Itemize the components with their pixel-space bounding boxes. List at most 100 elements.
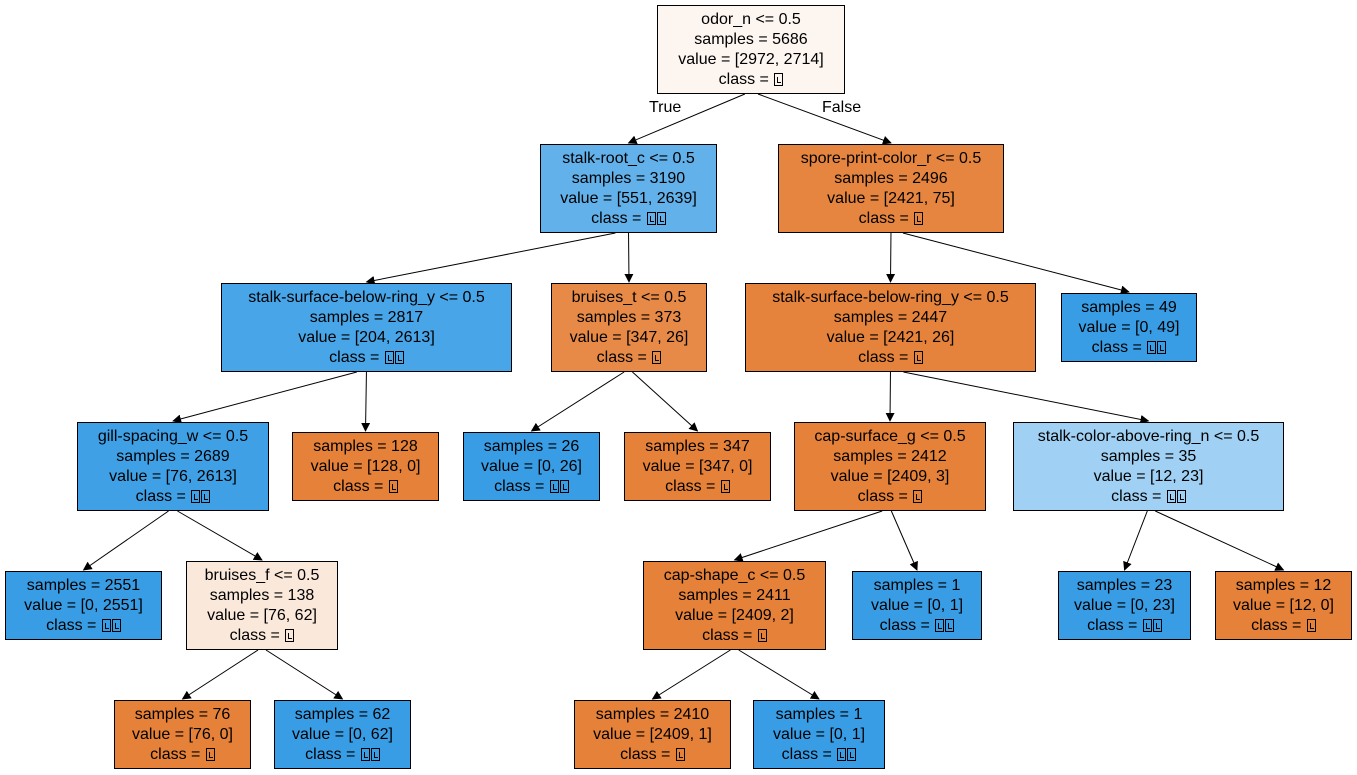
node-line: samples = 1 (873, 576, 961, 594)
node-line: value = [0, 62] (292, 725, 393, 743)
node-line: cap-surface_g <= 0.5 (814, 427, 966, 445)
node-line: stalk-surface-below-ring_y <= 0.5 (248, 288, 485, 306)
node-line: samples = 2817 (309, 308, 424, 326)
class-label: class = (620, 745, 675, 763)
node-line: value = [2421, 75] (827, 189, 955, 207)
node-class-line: class = (305, 745, 380, 765)
node-line: samples = 5686 (694, 30, 808, 48)
missing-glyph-icon (935, 618, 945, 632)
node-class-line: class = (1087, 616, 1162, 636)
class-label: class = (150, 745, 205, 763)
node-class-line: class = (858, 348, 923, 368)
missing-glyph-icon (914, 211, 924, 225)
node-line: value = [204, 2613] (298, 328, 435, 346)
tree-edge-n3-n8 (361, 371, 371, 432)
missing-glyph-icon (1157, 340, 1167, 354)
class-label: class = (879, 616, 935, 634)
node-line: stalk-root_c <= 0.5 (562, 149, 695, 167)
node-class-line: class = (591, 209, 666, 229)
tree-edge-n14-n19 (181, 649, 259, 700)
node-line: samples = 26 (483, 437, 580, 455)
node-line: value = [76, 0] (132, 725, 233, 743)
node-line: odor_n <= 0.5 (701, 10, 801, 28)
missing-glyph-icon (191, 489, 201, 503)
class-label: class = (1087, 616, 1142, 634)
missing-glyph-icon (656, 211, 666, 225)
tree-node-n3: stalk-surface-below-ring_y <= 0.5 samples… (221, 283, 512, 372)
tree-node-n14: bruises_f <= 0.5 samples = 138 value = [76… (186, 561, 338, 650)
node-class-line: class = (665, 477, 730, 497)
missing-glyph-icon (101, 618, 111, 632)
node-line: value = [347, 0] (642, 457, 753, 475)
node-line: gill-spacing_w <= 0.5 (97, 427, 249, 445)
missing-glyph-icon (201, 489, 211, 503)
missing-glyph-icon (370, 747, 380, 761)
node-line: samples = 128 (313, 437, 418, 455)
node-line: cap-shape_c <= 0.5 (663, 566, 806, 584)
node-line: bruises_t <= 0.5 (571, 288, 687, 306)
missing-glyph-icon (1147, 340, 1157, 354)
node-line: value = [12, 0] (1233, 596, 1334, 614)
node-line: value = [76, 2613] (109, 467, 237, 485)
tree-node-n9: samples = 26 value = [0, 26] class = (463, 432, 600, 501)
missing-glyph-icon (675, 747, 685, 761)
node-line: samples = 49 (1081, 298, 1177, 316)
node-class-line: class = (880, 616, 955, 636)
node-line: samples = 3190 (571, 169, 686, 187)
tree-edge-n0-n1 (627, 93, 746, 145)
class-label: class = (702, 626, 757, 644)
class-label: class = (494, 477, 549, 495)
node-class-line: class = (329, 348, 404, 368)
node-line: value = [2409, 2] (675, 606, 794, 624)
node-line: samples = 12 (1235, 576, 1332, 594)
node-line: value = [2421, 26] (826, 328, 955, 346)
missing-glyph-icon (1142, 618, 1152, 632)
node-class-line: class = (494, 477, 569, 497)
node-line: samples = 2496 (834, 169, 948, 187)
node-line: value = [0, 23] (1074, 596, 1175, 614)
tree-edge-n11-n15 (733, 510, 883, 562)
node-line: value = [12, 23] (1093, 467, 1204, 485)
node-line: stalk-surface-below-ring_y <= 0.5 (772, 288, 1009, 306)
node-line: bruises_f <= 0.5 (204, 566, 320, 584)
missing-glyph-icon (285, 628, 295, 642)
class-label: class = (718, 70, 774, 88)
tree-edge-n15-n22 (738, 649, 820, 700)
node-line: value = [76, 62] (207, 606, 317, 624)
node-class-line: class = (1092, 338, 1167, 358)
node-line: samples = 35 (1100, 447, 1197, 465)
tree-edge-n12-n17 (1123, 510, 1148, 571)
node-line: value = [0, 2551] (24, 596, 143, 614)
node-class-line: class = (782, 745, 857, 765)
node-line: samples = 2410 (595, 705, 710, 723)
tree-edge-n0-n2 (757, 93, 892, 145)
missing-glyph-icon (1306, 618, 1316, 632)
node-class-line: class = (136, 487, 211, 507)
node-line: stalk-color-above-ring_n <= 0.5 (1037, 427, 1260, 445)
node-line: value = [0, 26] (481, 457, 582, 475)
node-line: samples = 2689 (116, 447, 230, 465)
tree-edge-n12-n18 (1155, 510, 1285, 571)
node-class-line: class = (702, 626, 767, 646)
missing-glyph-icon (945, 618, 955, 632)
node-line: samples = 76 (134, 705, 231, 723)
node-line: samples = 2551 (26, 576, 141, 594)
missing-glyph-icon (1176, 489, 1186, 503)
missing-glyph-icon (646, 211, 656, 225)
class-label: class = (665, 477, 720, 495)
node-line: samples = 138 (209, 586, 315, 604)
class-label: class = (858, 348, 913, 366)
node-line: value = [347, 26] (569, 328, 689, 346)
class-label: class = (591, 209, 646, 227)
tree-edge-n4-n10 (632, 371, 699, 432)
missing-glyph-icon (837, 747, 847, 761)
node-line: samples = 2447 (833, 308, 948, 326)
missing-glyph-icon (847, 747, 857, 761)
